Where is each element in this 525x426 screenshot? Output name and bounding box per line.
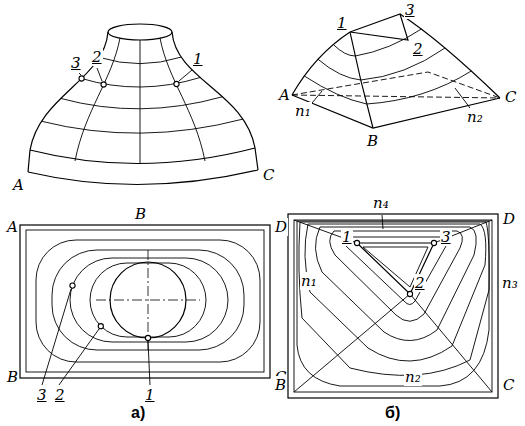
transition-piece-view-line xyxy=(79,76,84,81)
pyramid-surface-view-line xyxy=(400,14,500,98)
corner-letter: C xyxy=(502,376,515,394)
pyramid-surface-view-line xyxy=(312,88,470,108)
transition-piece-plan-line xyxy=(26,230,264,372)
corner-letter: C xyxy=(262,166,275,184)
pyramid-surface-plan-line xyxy=(407,291,412,296)
point-number: 3 xyxy=(440,228,452,246)
transition-piece-plan-line xyxy=(42,289,150,385)
pyramid-surface-view-line xyxy=(350,14,408,40)
corner-letter: A xyxy=(12,176,25,194)
corner-letter: B xyxy=(6,368,19,386)
pyramid-surface-plan-line xyxy=(305,224,486,361)
point-number: 2 xyxy=(412,40,424,58)
pyramid-surface-plan-line xyxy=(382,215,383,229)
transition-piece-view-line xyxy=(140,40,141,164)
pyramid-surface-plan-line xyxy=(297,221,489,386)
pyramid-surface-plan-line xyxy=(294,220,492,392)
transition-piece-plan-line xyxy=(20,225,270,378)
transition-piece-view-line xyxy=(101,82,106,87)
pyramid-surface-view-line xyxy=(304,71,471,104)
transition-piece-view-line xyxy=(75,38,120,161)
corner-letter: A xyxy=(278,86,291,104)
point-number: 3 xyxy=(404,1,416,19)
transition-piece-plan-line xyxy=(145,335,150,340)
pyramid-surface-view xyxy=(292,14,500,128)
point-number: 1 xyxy=(192,50,204,68)
transition-piece-view-line xyxy=(42,119,243,133)
pyramid-surface-view-line xyxy=(292,32,350,95)
curve-label: n₁ xyxy=(294,102,312,120)
pyramid-surface-view-line xyxy=(318,48,445,80)
transition-piece-view xyxy=(28,24,258,185)
transition-piece-view-line xyxy=(174,81,179,86)
transition-piece-view-line xyxy=(82,78,201,88)
point-number: 3 xyxy=(36,386,48,404)
pyramid-surface-plan-line xyxy=(288,214,498,398)
figure-caption: а) xyxy=(130,404,146,422)
transition-piece-view-line xyxy=(108,24,172,40)
pyramid-surface-plan-line xyxy=(344,237,448,305)
corner-letter: D xyxy=(502,210,516,228)
corner-letter: C xyxy=(504,88,517,106)
pyramid-surface-plan-line xyxy=(357,243,434,294)
point-number: 3 xyxy=(70,54,82,72)
point-number: 2 xyxy=(54,386,66,404)
transition-piece-plan xyxy=(20,225,270,385)
corner-letter: A xyxy=(6,218,19,236)
pyramid-surface-plan-line xyxy=(315,227,476,341)
curve-label: n₃ xyxy=(501,274,519,292)
point-number: 2 xyxy=(91,48,103,66)
transition-piece-plan-line xyxy=(70,283,75,288)
curve-label: n₂ xyxy=(404,368,422,386)
transition-piece-plan-line xyxy=(52,250,244,350)
transition-piece-view-line xyxy=(28,148,258,172)
curve-label: n₁ xyxy=(300,272,318,290)
corner-letter: B xyxy=(134,205,147,223)
curve-label: n₄ xyxy=(372,194,390,212)
point-number: 2 xyxy=(414,274,426,292)
transition-piece-view-line xyxy=(30,32,108,150)
point-number: 1 xyxy=(336,14,348,32)
curve-label: n₂ xyxy=(466,108,484,126)
transition-piece-view-line xyxy=(28,170,258,185)
corner-letter: B xyxy=(274,376,287,394)
transition-piece-view-line xyxy=(61,97,223,109)
pyramid-surface-plan-line xyxy=(294,220,492,392)
point-number: 1 xyxy=(144,386,156,404)
point-number: 1 xyxy=(341,228,353,246)
pyramid-surface-view-line xyxy=(292,72,500,98)
pyramid-surface-plan-line xyxy=(431,240,436,245)
transition-piece-view-line xyxy=(79,68,192,81)
corner-letter: B xyxy=(366,132,379,150)
pyramid-surface-plan-line xyxy=(354,240,359,245)
transition-piece-view-line xyxy=(160,38,205,161)
transition-piece-view-line xyxy=(30,148,255,164)
transition-piece-plan-line xyxy=(98,324,103,329)
pyramid-surface-plan-line xyxy=(299,222,489,375)
pyramid-surface-view-line xyxy=(333,29,421,56)
figure-caption: б) xyxy=(384,404,401,422)
pyramid-surface-plan xyxy=(288,214,498,398)
corner-letter: D xyxy=(274,218,288,236)
transition-piece-plan-line xyxy=(70,258,228,342)
